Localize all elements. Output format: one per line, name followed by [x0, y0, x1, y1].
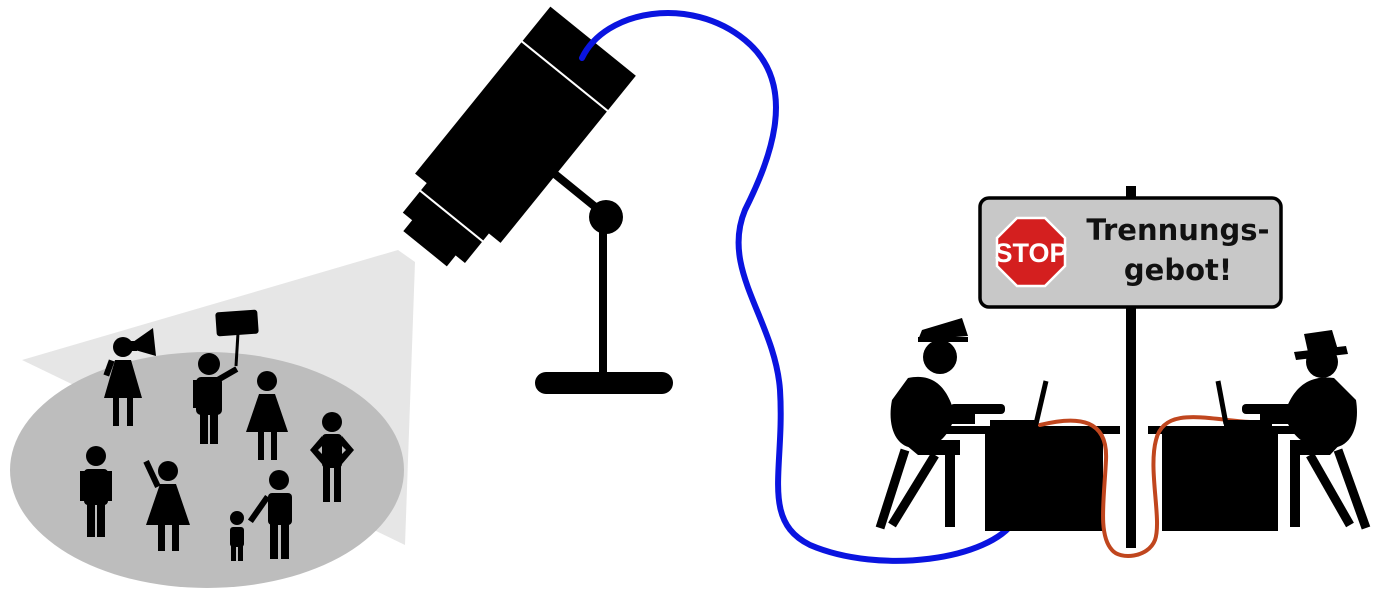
- stop-sign-icon: STOP: [994, 218, 1067, 286]
- protest-sign-icon: [215, 310, 259, 337]
- laptop-icon: [990, 381, 1046, 426]
- surveillance-camera-icon: [380, 5, 673, 394]
- sign-title-line1: Trennungs-: [1086, 213, 1269, 247]
- stop-sign-label: STOP: [994, 238, 1067, 268]
- sign-title-line2: gebot!: [1124, 253, 1232, 287]
- camera-base: [535, 372, 673, 394]
